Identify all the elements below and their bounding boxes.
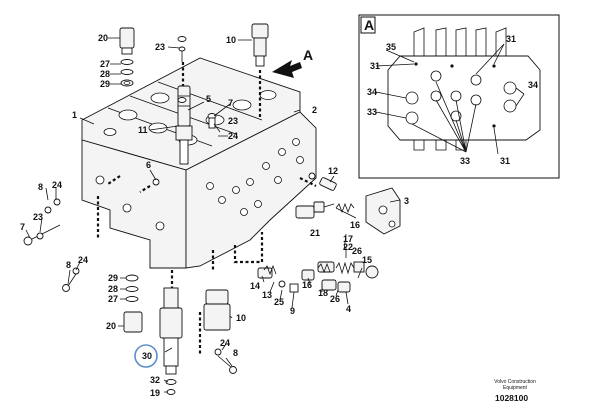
callout-19: 19 — [150, 388, 160, 398]
callout-8c: 8 — [233, 348, 238, 358]
inset-callout-35: 35 — [386, 42, 396, 52]
control-valve-body — [81, 57, 317, 269]
connector-21 — [295, 201, 335, 219]
callout-14: 14 — [250, 281, 260, 291]
callout-22: 22 — [343, 242, 353, 252]
callout-numbers: 20 27 28 29 23 10 5 7 23 24 2 1 11 6 12 … — [20, 33, 409, 398]
callout-16a: 16 — [350, 220, 360, 230]
inset-callout-34b: 34 — [528, 80, 538, 90]
valve-11 — [175, 85, 193, 165]
callout-24d: 24 — [220, 338, 230, 348]
callout-27b: 27 — [108, 294, 118, 304]
callout-21: 21 — [310, 228, 320, 238]
callout-24a: 24 — [228, 131, 238, 141]
callout-30: 30 — [142, 351, 152, 361]
view-arrow-label: A — [303, 47, 313, 63]
callout-8b: 8 — [66, 260, 71, 270]
seals-bottom-left — [123, 274, 143, 333]
inset-callout-31c: 31 — [500, 156, 510, 166]
sensor-10-bottom — [203, 289, 231, 331]
view-arrow-a: A — [272, 47, 313, 78]
callout-7b: 7 — [20, 222, 25, 232]
callout-12: 12 — [328, 166, 338, 176]
bolt-group-left — [23, 198, 61, 246]
assembly-dashed-lines — [96, 62, 317, 356]
callout-26b: 26 — [330, 294, 340, 304]
callout-32: 32 — [150, 375, 160, 385]
inset-view-a: A 31 35 34 33 31 34 33 31 — [358, 14, 560, 179]
callout-15: 15 — [362, 255, 372, 265]
inset-callout-31b: 31 — [506, 34, 516, 44]
inset-label: A — [364, 17, 374, 33]
fitting-12 — [308, 172, 337, 191]
callout-3: 3 — [404, 196, 409, 206]
footer-brand-line1: Volvo Construction — [494, 379, 536, 385]
callout-24b: 24 — [52, 180, 62, 190]
bolt-group-bottom-left — [62, 267, 80, 292]
screw-7 — [207, 113, 217, 129]
callout-23b: 23 — [228, 116, 238, 126]
drawing-number: 1028100 — [495, 393, 529, 403]
bolt-group-bottom-center — [214, 348, 237, 374]
callout-29a: 29 — [100, 79, 110, 89]
callout-27a: 27 — [100, 59, 110, 69]
callout-10a: 10 — [226, 35, 236, 45]
callout-20a: 20 — [98, 33, 108, 43]
callout-17: 17 — [343, 234, 353, 244]
screw-22-top — [177, 36, 187, 62]
callout-24c: 24 — [78, 255, 88, 265]
callout-23a: 23 — [155, 42, 165, 52]
valve-30 — [159, 287, 183, 395]
callout-5: 5 — [206, 94, 211, 104]
footer-brand-line2: Equipment — [503, 385, 527, 391]
inset-callout-34a: 34 — [367, 87, 377, 97]
footer-brand: Volvo Construction Equipment — [483, 379, 547, 391]
callout-8a: 8 — [38, 182, 43, 192]
cap-5 — [177, 97, 187, 103]
callout-16b: 16 — [302, 280, 312, 290]
inset-callout-33a: 33 — [367, 107, 377, 117]
leader-lines — [25, 37, 401, 393]
inset-callout-33b: 33 — [460, 156, 470, 166]
callout-4: 4 — [346, 304, 351, 314]
callout-2: 2 — [312, 105, 317, 115]
callout-26a: 26 — [352, 246, 362, 256]
callout-1: 1 — [72, 110, 77, 120]
callout-7: 7 — [228, 98, 233, 108]
spring-16-upper — [335, 202, 355, 214]
callout-28a: 28 — [100, 69, 110, 79]
callout-6: 6 — [146, 160, 151, 170]
callout-18: 18 — [318, 288, 328, 298]
callout-28b: 28 — [108, 284, 118, 294]
callout-10b: 10 — [236, 313, 246, 323]
block-3 — [365, 187, 401, 235]
callout-29b: 29 — [108, 273, 118, 283]
inset-callout-31a: 31 — [370, 61, 380, 71]
callout-11: 11 — [138, 125, 148, 135]
callout-23c: 23 — [33, 212, 43, 222]
sensor-10-top — [251, 23, 269, 67]
callout-20b: 20 — [106, 321, 116, 331]
callout-13: 13 — [262, 290, 272, 300]
callout-25: 25 — [274, 297, 284, 307]
callout-9: 9 — [290, 306, 295, 316]
cap-20-top — [119, 27, 135, 87]
highlight-ring-30 — [134, 344, 158, 368]
plug-6 — [152, 178, 160, 186]
